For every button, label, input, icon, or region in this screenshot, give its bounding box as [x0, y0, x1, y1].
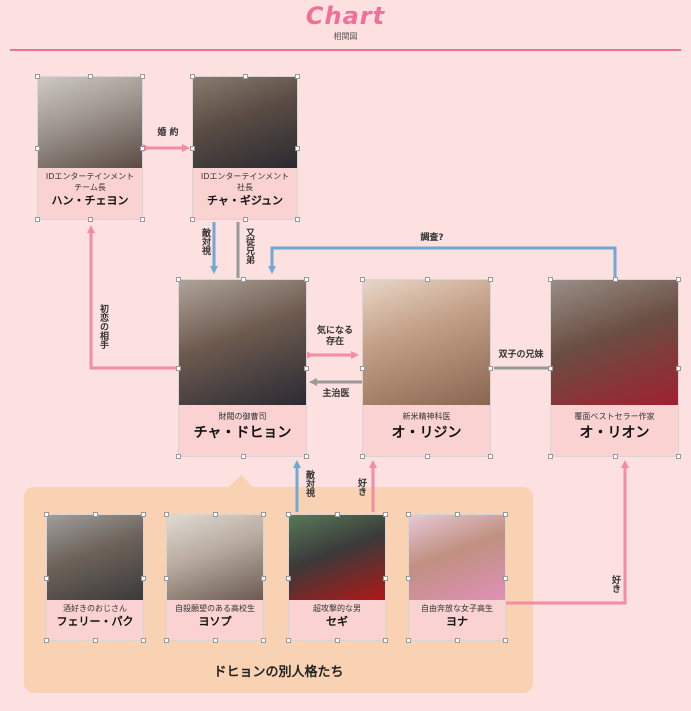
character-card-segi[interactable]: 超攻撃的な男 セギ [286, 512, 388, 643]
first-love-line [87, 225, 178, 370]
relation-label-rivalry-1: 敵対視 [200, 228, 210, 255]
portrait-image [288, 514, 386, 600]
investigation-line [268, 246, 617, 280]
role-text: IDエンターテインメント 社長 [200, 172, 290, 192]
role-text: 酒好きのおじさん [63, 604, 127, 613]
group-pointer [228, 475, 254, 488]
role-text: 覆面ベストセラー作家 [574, 412, 655, 421]
role-text: 自殺願望のある高校生 [175, 604, 255, 613]
name-text: オ・リジン [391, 425, 462, 441]
relation-label-twins: 双子の兄妹 [498, 350, 544, 360]
portrait-image [362, 279, 491, 405]
name-text: チャ・ドヒョン [193, 425, 292, 441]
relation-label-engagement: 婚 約 [157, 128, 179, 138]
name-text: オ・リオン [579, 425, 650, 441]
role-text: 自由奔放な女子高生 [421, 604, 493, 613]
portrait-image [46, 514, 144, 600]
relation-label-first-love: 初恋の相手 [98, 304, 108, 349]
name-text: フェリー・パク [56, 615, 134, 628]
likes-line-2 [504, 460, 629, 605]
portrait-image [192, 76, 298, 168]
page-title: Chart [305, 2, 386, 30]
name-text: ヨソプ [198, 615, 232, 628]
page-subtitle: 相関図 [333, 32, 358, 41]
relation-label-investigation: 調査? [420, 233, 444, 243]
portrait-image [178, 279, 307, 405]
alter-ego-group-label: ドヒョンの別人格たち [213, 665, 344, 680]
portrait-image [166, 514, 264, 600]
character-card-han[interactable]: IDエンターテインメント チーム長 ハン・チェヨン [35, 74, 145, 222]
character-card-yona[interactable]: 自由奔放な女子高生 ヨナ [406, 512, 508, 643]
portrait-image [408, 514, 506, 600]
character-card-rijin[interactable]: 新米精神科医 オ・リジン [360, 277, 493, 459]
relation-label-likes-2: 好き [610, 575, 620, 593]
character-card-yosop[interactable]: 自殺願望のある高校生 ヨソプ [164, 512, 266, 643]
character-card-ferry[interactable]: 酒好きのおじさん フェリー・パク [44, 512, 146, 643]
name-text: ヨナ [446, 615, 468, 628]
name-text: セギ [326, 615, 348, 628]
role-text: 超攻撃的な男 [313, 604, 361, 613]
relation-label-interest: 気になる 存在 [316, 326, 353, 347]
character-card-dohyon[interactable]: 財閥の御曹司 チャ・ドヒョン [176, 277, 309, 459]
role-text: 新米精神科医 [402, 412, 451, 421]
header-divider [10, 49, 681, 51]
relation-label-likes-1: 好き [356, 478, 366, 496]
character-card-rion[interactable]: 覆面ベストセラー作家 オ・リオン [548, 277, 681, 459]
role-text: 財閥の御曹司 [218, 412, 267, 421]
relation-label-rivalry-2: 敵対視 [304, 470, 314, 497]
character-card-gijun[interactable]: IDエンターテインメント 社長 チャ・ギジュン [190, 74, 300, 222]
role-text: IDエンターテインメント チーム長 [45, 172, 135, 192]
name-text: チャ・ギジュン [206, 194, 284, 207]
portrait-image [37, 76, 143, 168]
name-text: ハン・チェヨン [51, 194, 129, 207]
portrait-image [550, 279, 679, 405]
relation-label-doctor: 主治医 [322, 389, 350, 399]
relation-label-cousin: 又従兄弟 [244, 228, 254, 264]
